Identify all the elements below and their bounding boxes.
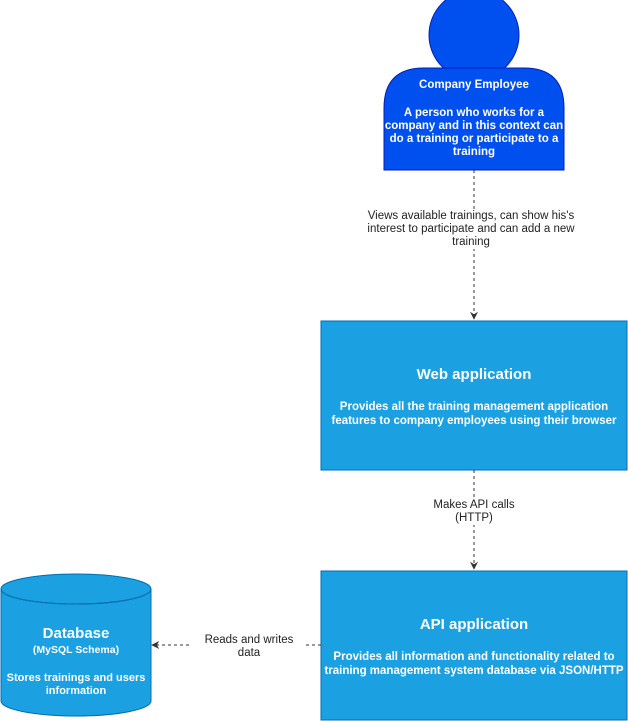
web-application-title: Web application xyxy=(416,366,532,383)
api-application-description: Provides all information and functionali… xyxy=(324,651,624,677)
edge-label-web-to-api: Makes API calls (HTTP) xyxy=(424,499,524,525)
edge-label-person-to-web: Views available trainings, can show his'… xyxy=(356,210,586,249)
database-title: Database xyxy=(42,625,110,642)
api-application-box[interactable] xyxy=(320,570,628,721)
database-subtitle: (MySQL Schema) xyxy=(32,644,120,656)
api-application-title: API application xyxy=(419,616,529,633)
database-description: Stores trainings and users information xyxy=(6,672,146,697)
web-application-description: Provides all the training management app… xyxy=(331,401,617,427)
database-cylinder[interactable] xyxy=(0,573,152,717)
person-shape[interactable] xyxy=(383,0,565,171)
database-body xyxy=(0,589,152,717)
web-application-box[interactable] xyxy=(320,320,628,471)
person-body xyxy=(383,67,565,171)
edge-label-api-to-database: Reads and writes data xyxy=(192,634,306,660)
person-title: Company Employee xyxy=(419,79,529,91)
database-rim xyxy=(0,588,152,605)
person-description: A person who works for a company and in … xyxy=(384,107,564,158)
